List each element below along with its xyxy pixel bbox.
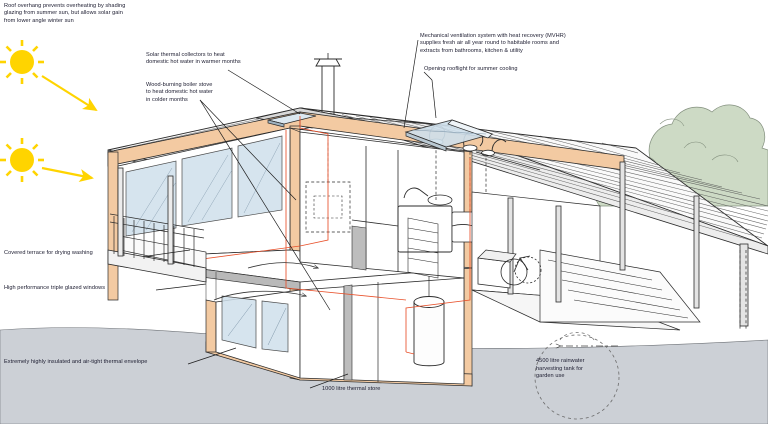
annotation-rainwater-tank: 4500 litre rainwater harvesting tank for… [536,358,585,380]
rainwater-downpipe [739,250,747,330]
thermal-store-cylinder [413,276,445,367]
annotation-mvhr: Mechanical ventilation system with heat … [420,33,566,54]
annotation-thermal-store: 1000 litre thermal store [322,386,381,392]
triple-glazed-window [125,135,283,237]
covered-terrace [107,167,318,353]
terrace-balustrade [109,213,205,267]
annotation-rooflight: Opening rooflight for summer cooling [424,66,518,72]
lower-glazing [221,295,289,353]
bicycle-icon [500,255,542,286]
annotation-roof-overhang: Roof overhang prevents overheating by sh… [4,3,126,24]
solar-thermal-collector [267,112,317,128]
carport [471,161,749,331]
opening-rooflight [404,119,494,152]
annotation-thermal-envelope: Extremely highly insulated and air-tight… [4,359,148,365]
annotation-covered-terrace: Covered terrace for drying washing [4,250,93,256]
summer-sun-icon [0,40,44,84]
chimney-flue [314,53,342,114]
hot-water-pipework [179,116,471,355]
summer-sun-ray [41,75,98,112]
winter-sun-ray [41,166,94,183]
winter-sun-icon [0,138,44,182]
interior-stair [407,217,439,279]
annotation-wood-boiler: Wood-burning boiler stove to heat domest… [146,82,213,103]
annotation-solar-thermal: Solar thermal collectors to heat domesti… [146,52,241,66]
rainwater-harvesting-tank [534,332,620,420]
leader-lines [147,39,541,389]
annotation-triple-glazing: High performance triple glazed windows [4,285,106,291]
